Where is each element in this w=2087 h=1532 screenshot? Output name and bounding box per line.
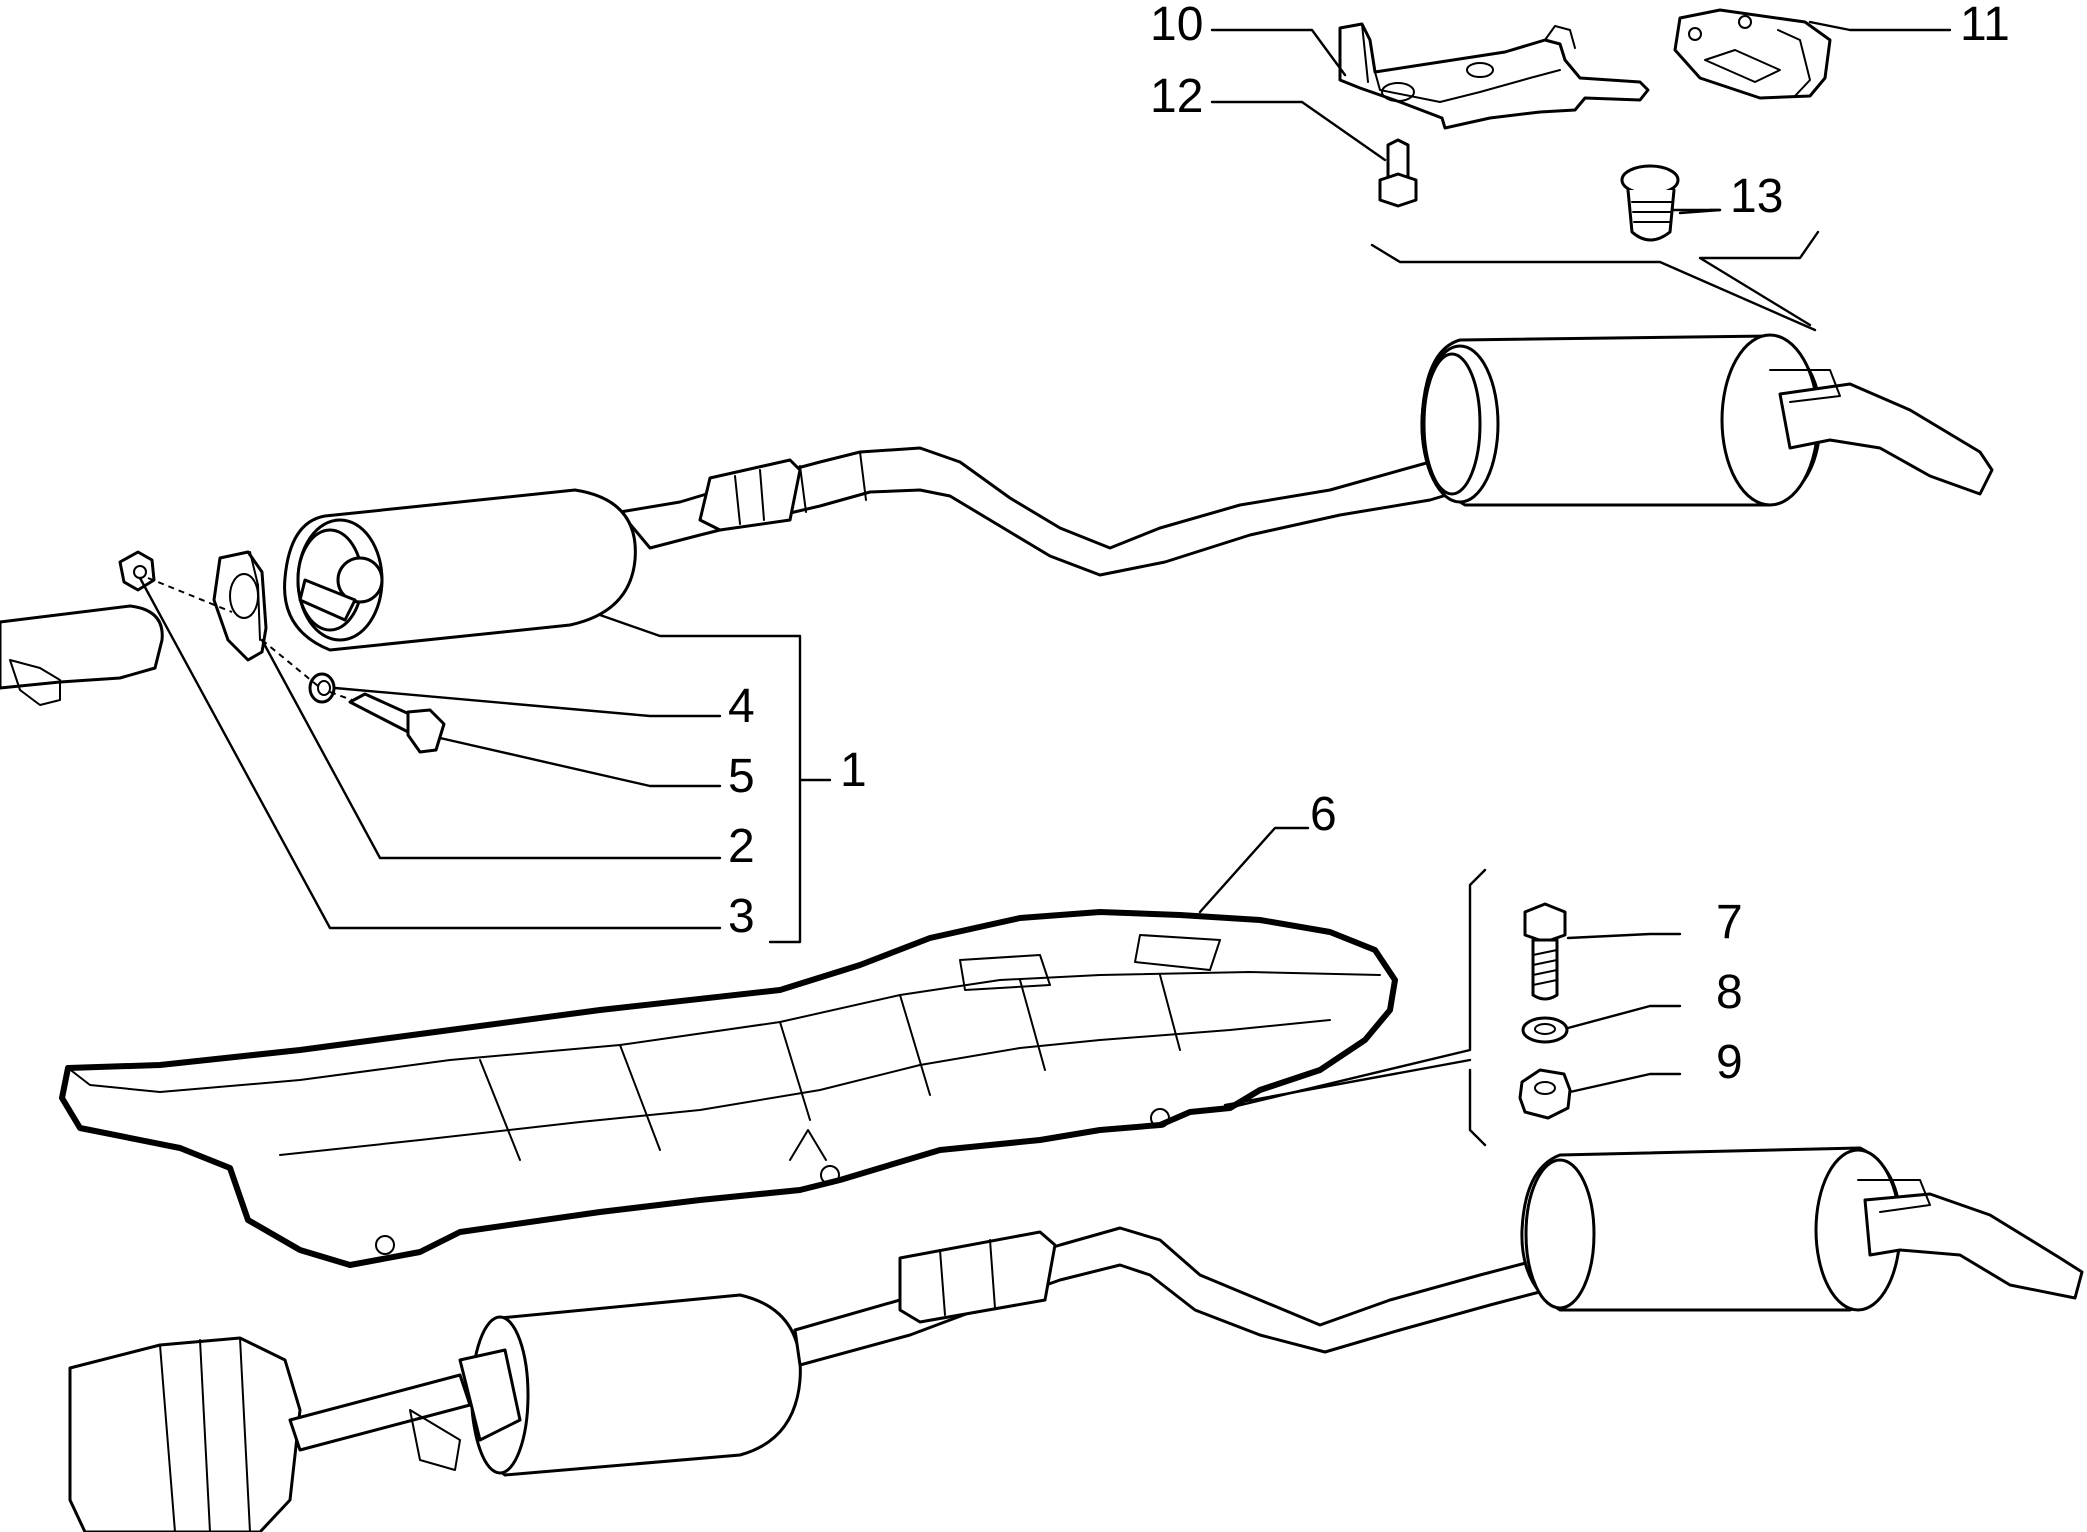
leader-12 [1210, 100, 1387, 162]
callout-4: 4 [728, 680, 755, 733]
rubber-mount-part-11 [1673, 8, 1832, 100]
fastener-group-bracket [1218, 868, 1487, 1147]
exhaust-system-lower [68, 1146, 2084, 1532]
callout-5: 5 [728, 750, 755, 803]
exhaust-pipe-upper [0, 333, 1994, 706]
leader-2 [260, 638, 722, 860]
leader-1-bracket [598, 613, 832, 944]
leader-11 [1808, 20, 1952, 32]
callout-2: 2 [728, 820, 755, 873]
washer-part-8 [1521, 1016, 1569, 1044]
nut-part-9 [1518, 1068, 1572, 1120]
callout-12: 12 [1150, 70, 1203, 123]
nut-part-3 [118, 550, 156, 592]
detail-bracket-top [1370, 243, 1817, 332]
callout-9: 9 [1716, 1036, 1743, 1089]
bolt-part-12 [1378, 138, 1418, 208]
fastener-to-shield-line [1223, 1058, 1472, 1107]
callout-10: 10 [1150, 0, 1203, 51]
plug-part-13 [1620, 164, 1680, 242]
callout-3: 3 [728, 890, 755, 943]
callout-13: 13 [1730, 170, 1783, 223]
callout-6: 6 [1310, 788, 1337, 841]
callout-1: 1 [840, 744, 867, 797]
leader-9 [1568, 1072, 1682, 1094]
leader-6 [1198, 826, 1310, 914]
detail-bracket-top-right [1698, 230, 1820, 327]
callout-8: 8 [1716, 966, 1743, 1019]
leader-5 [438, 736, 722, 788]
washer-part-4 [308, 672, 336, 704]
hanger-bracket-part-10 [1338, 22, 1650, 130]
bolt-part-7 [1523, 902, 1567, 1001]
leader-10 [1210, 28, 1347, 77]
heat-shield-part-6 [59, 909, 1398, 1268]
callout-7: 7 [1716, 896, 1743, 949]
gasket-flange-part-2 [212, 550, 268, 662]
leader-7 [1566, 932, 1682, 940]
callout-11: 11 [1960, 0, 2010, 51]
leader-3 [138, 576, 722, 930]
assembly-axis-line [147, 577, 353, 701]
bolt-part-5 [348, 692, 446, 754]
leader-4 [333, 686, 722, 718]
leader-8 [1566, 1004, 1682, 1030]
